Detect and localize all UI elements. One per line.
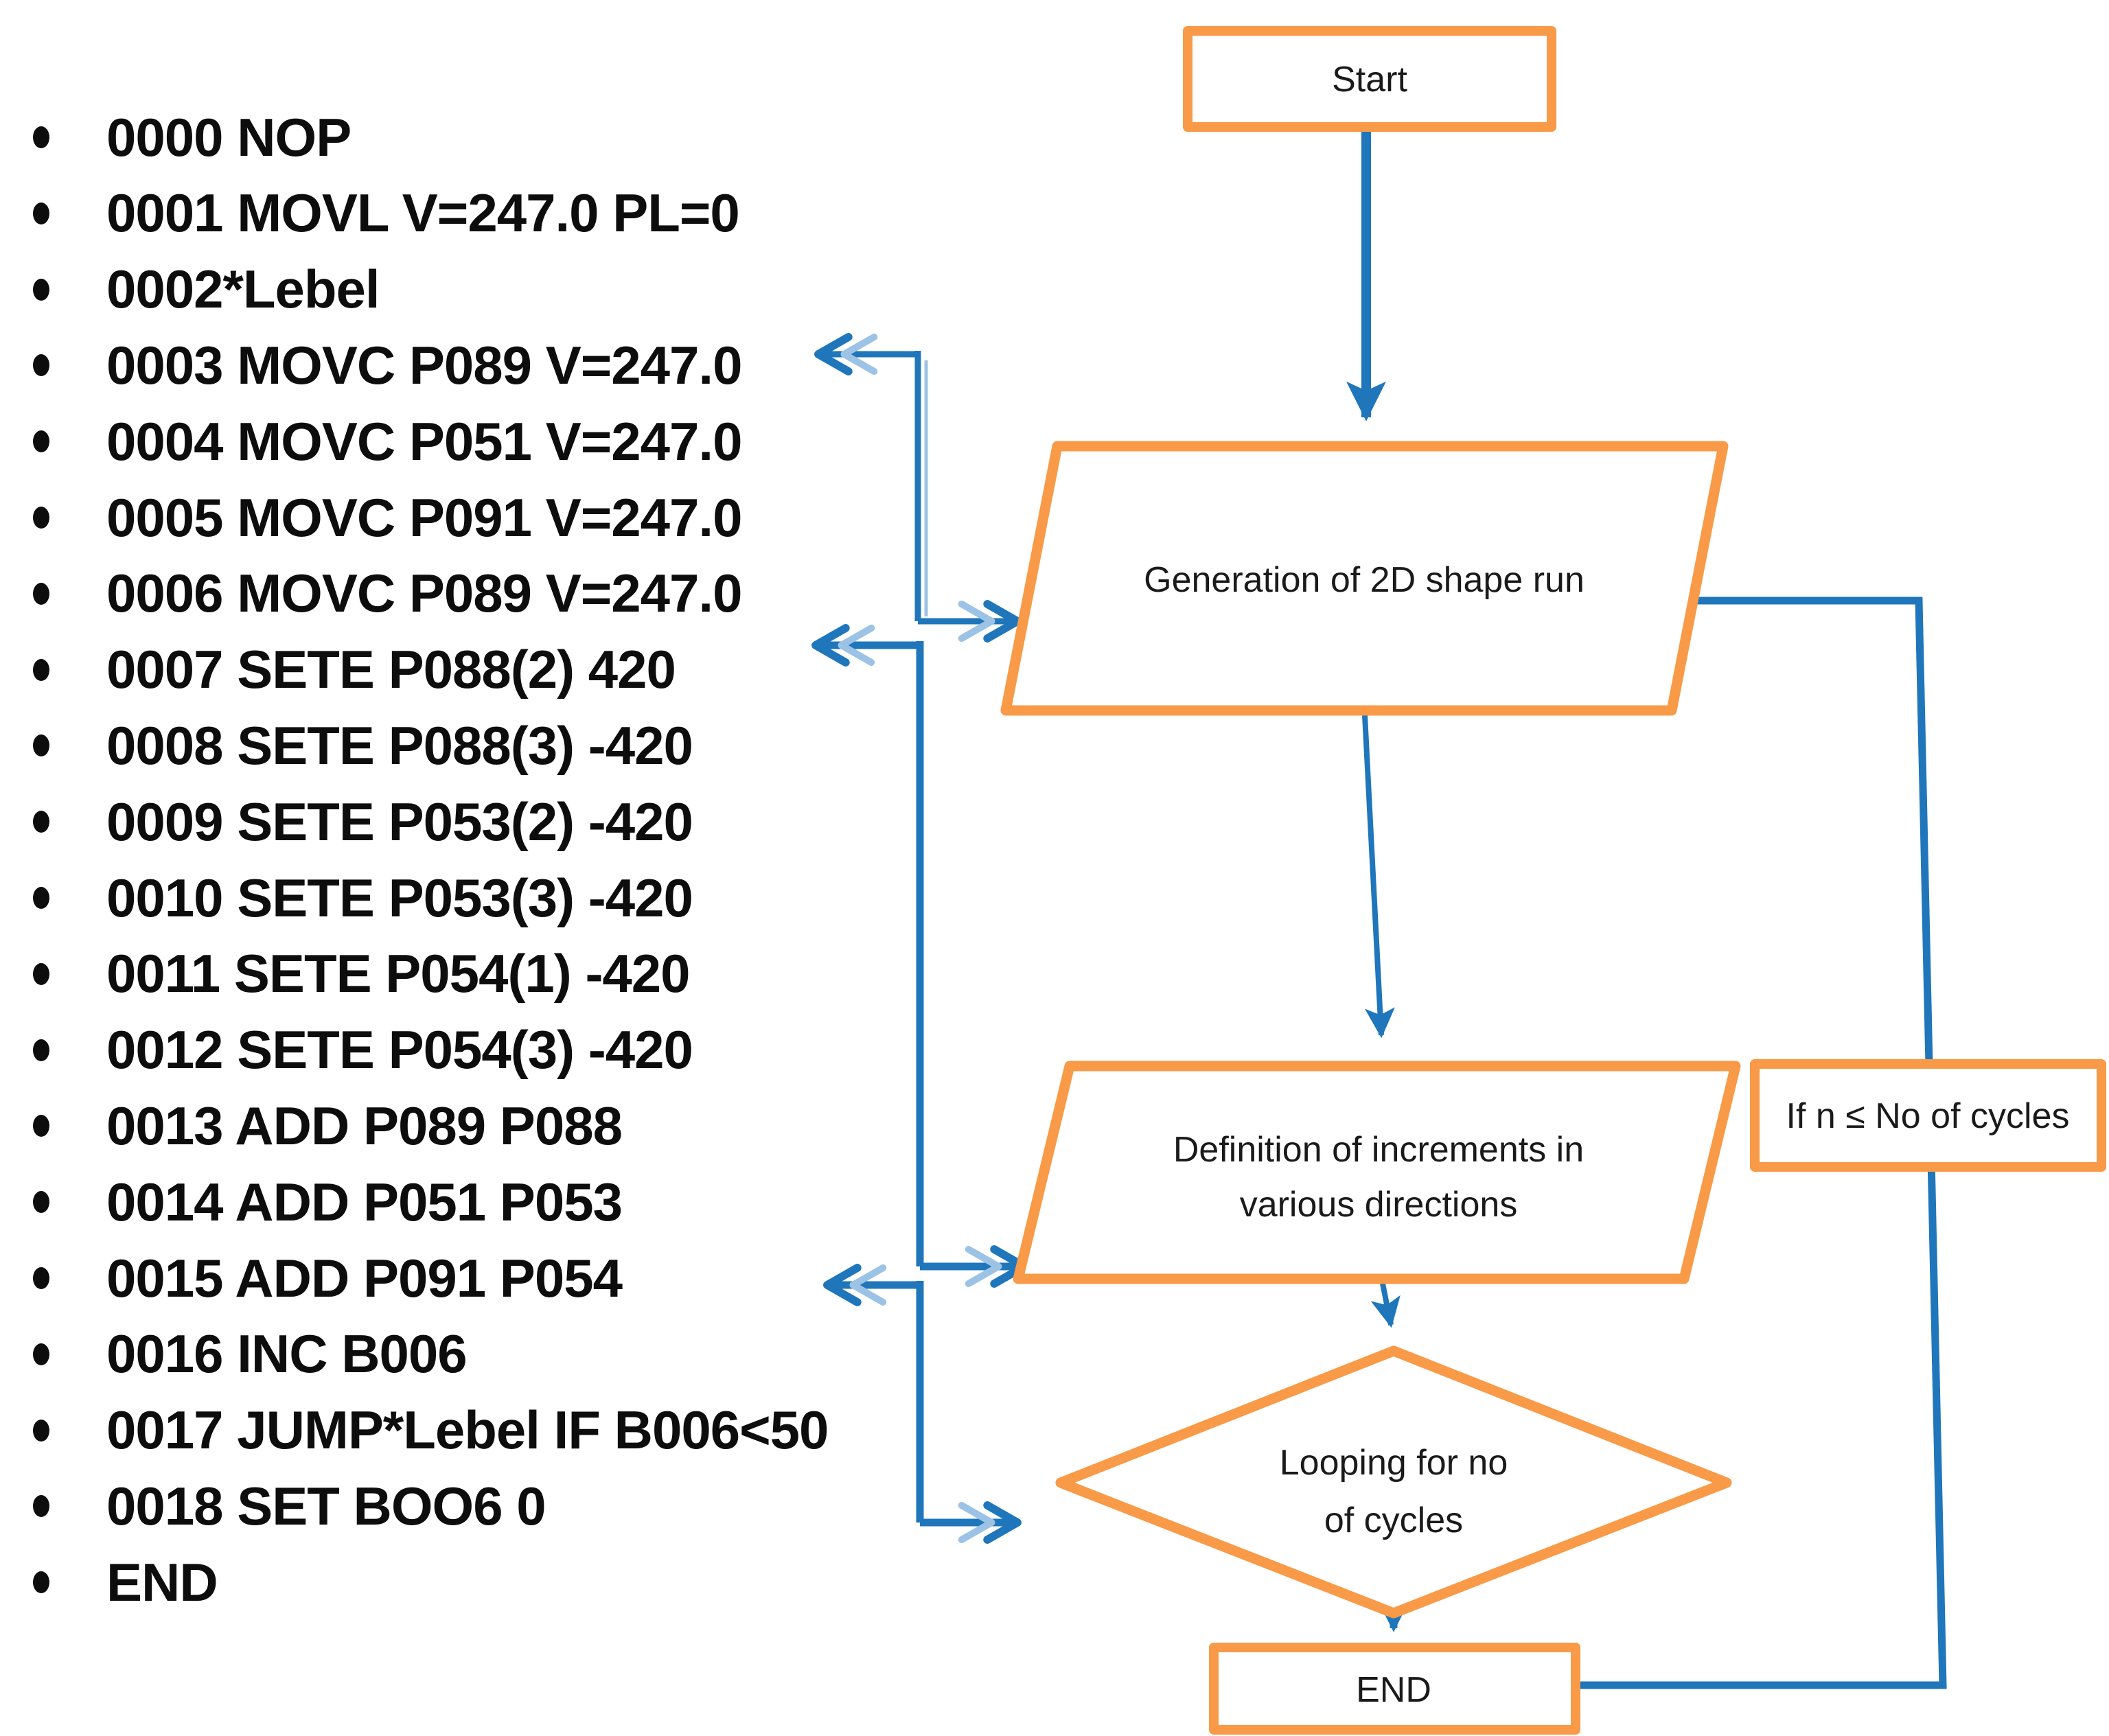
- generation-parallelogram: [1000, 441, 1729, 716]
- end-label: END: [1356, 1670, 1431, 1710]
- list-item-text: END: [106, 1551, 218, 1612]
- list-item: 0002*Lebel: [0, 251, 380, 328]
- list-item: 0004 MOVC P051 V=247.0: [0, 403, 742, 480]
- list-item: 0013 ADD P089 P088: [0, 1087, 623, 1164]
- bullet-icon: [33, 278, 49, 301]
- bullet-icon: [33, 962, 49, 985]
- condition-box: [1750, 1059, 2106, 1172]
- list-item: 0011 SETE P054(1) -420: [0, 936, 691, 1012]
- list-item: 0006 MOVC P089 V=247.0: [0, 555, 742, 632]
- list-item: 0000 NOP: [0, 99, 352, 176]
- list-item-text: 0006 MOVC P089 V=247.0: [106, 563, 742, 624]
- list-item: 0008 SETE P088(3) -420: [0, 707, 693, 784]
- bullet-icon: [33, 1495, 49, 1518]
- list-item: 0007 SETE P088(2) 420: [0, 632, 676, 708]
- bullet-icon: [33, 887, 49, 909]
- list-item-text: 0011 SETE P054(1) -420: [106, 943, 691, 1004]
- list-item: 0003 MOVC P089 V=247.0: [0, 327, 742, 404]
- list-item-text: 0018 SET BOO6 0: [106, 1475, 546, 1536]
- end-node: [1209, 1643, 1580, 1735]
- bullet-icon: [33, 430, 49, 453]
- start-label: Start: [1332, 60, 1407, 100]
- loop-label-line1: Looping for no: [1280, 1443, 1508, 1483]
- bullet-icon: [33, 507, 49, 529]
- list-item-text: 0010 SETE P053(3) -420: [106, 867, 693, 928]
- list-item-text: 0004 MOVC P051 V=247.0: [106, 410, 742, 472]
- list-item-text: 0015 ADD P091 P054: [106, 1247, 623, 1308]
- list-item-text: 0012 SETE P054(3) -420: [106, 1019, 693, 1080]
- definition-label-line1: Definition of increments in: [1173, 1130, 1584, 1170]
- list-item: 0009 SETE P053(2) -420: [0, 783, 693, 860]
- start-node: [1183, 26, 1556, 132]
- bullet-icon: [33, 1419, 49, 1442]
- list-item-text: 0000 NOP: [106, 106, 352, 167]
- list-item: 0005 MOVC P091 V=247.0: [0, 479, 742, 556]
- bullet-icon: [33, 1039, 49, 1061]
- bullet-icon: [33, 582, 49, 605]
- list-item: 0015 ADD P091 P054: [0, 1240, 623, 1317]
- list-item-text: 0007 SETE P088(2) 420: [106, 639, 676, 700]
- bullet-icon: [33, 354, 49, 377]
- program-listing: 0000 NOP 0001 MOVL V=247.0 PL=0 0002*Lebel…: [0, 0, 961, 1736]
- list-item-text: 0014 ADD P051 P053: [106, 1171, 623, 1232]
- bullet-icon: [33, 1571, 49, 1594]
- list-item-text: 0009 SETE P053(2) -420: [106, 791, 693, 852]
- connector-0003: [814, 333, 1022, 643]
- connector-0015: [823, 1264, 1022, 1544]
- list-item-text: 0002*Lebel: [106, 259, 380, 320]
- list-item: 0017 JUMP*Lebel IF B006<50: [0, 1392, 829, 1469]
- list-item-text: 0005 MOVC P091 V=247.0: [106, 487, 742, 548]
- list-item: 0018 SET BOO6 0: [0, 1468, 546, 1544]
- definition-parallelogram: [1013, 1061, 1741, 1284]
- list-item: END: [0, 1544, 218, 1621]
- bullet-icon: [33, 734, 49, 757]
- list-item: 0012 SETE P054(3) -420: [0, 1012, 693, 1089]
- bullet-icon: [33, 1267, 49, 1289]
- condition-label: If n ≤ No of cycles: [1786, 1096, 2070, 1136]
- bullet-icon: [33, 658, 49, 681]
- arrow-definition-to-diamond: [1370, 1283, 1401, 1328]
- loop-label-line2: of cycles: [1324, 1501, 1463, 1540]
- list-item-text: 0017 JUMP*Lebel IF B006<50: [106, 1400, 829, 1461]
- list-item-text: 0013 ADD P089 P088: [106, 1095, 623, 1156]
- bullet-icon: [33, 811, 49, 833]
- list-item: 0010 SETE P053(3) -420: [0, 859, 693, 936]
- bullet-icon: [33, 1191, 49, 1214]
- list-item-text: 0008 SETE P088(3) -420: [106, 715, 693, 776]
- bullet-icon: [33, 202, 49, 224]
- bullet-icon: [33, 126, 49, 148]
- list-item-text: 0016 INC B006: [106, 1323, 468, 1385]
- list-item-text: 0003 MOVC P089 V=247.0: [106, 334, 742, 395]
- list-item-text: 0001 MOVL V=247.0 PL=0: [106, 183, 740, 244]
- generation-label: Generation of 2D shape run: [1144, 560, 1584, 600]
- list-item: 0016 INC B006: [0, 1316, 468, 1393]
- connector-0007: [811, 624, 1028, 1288]
- list-item: 0001 MOVL V=247.0 PL=0: [0, 175, 740, 252]
- bullet-icon: [33, 1115, 49, 1137]
- loop-diamond: [1055, 1345, 1732, 1619]
- bullet-icon: [33, 1343, 49, 1365]
- list-item: 0014 ADD P051 P053: [0, 1164, 623, 1240]
- definition-label-line2: various directions: [1240, 1185, 1518, 1225]
- arrow-generation-to-definition: [1362, 715, 1395, 1039]
